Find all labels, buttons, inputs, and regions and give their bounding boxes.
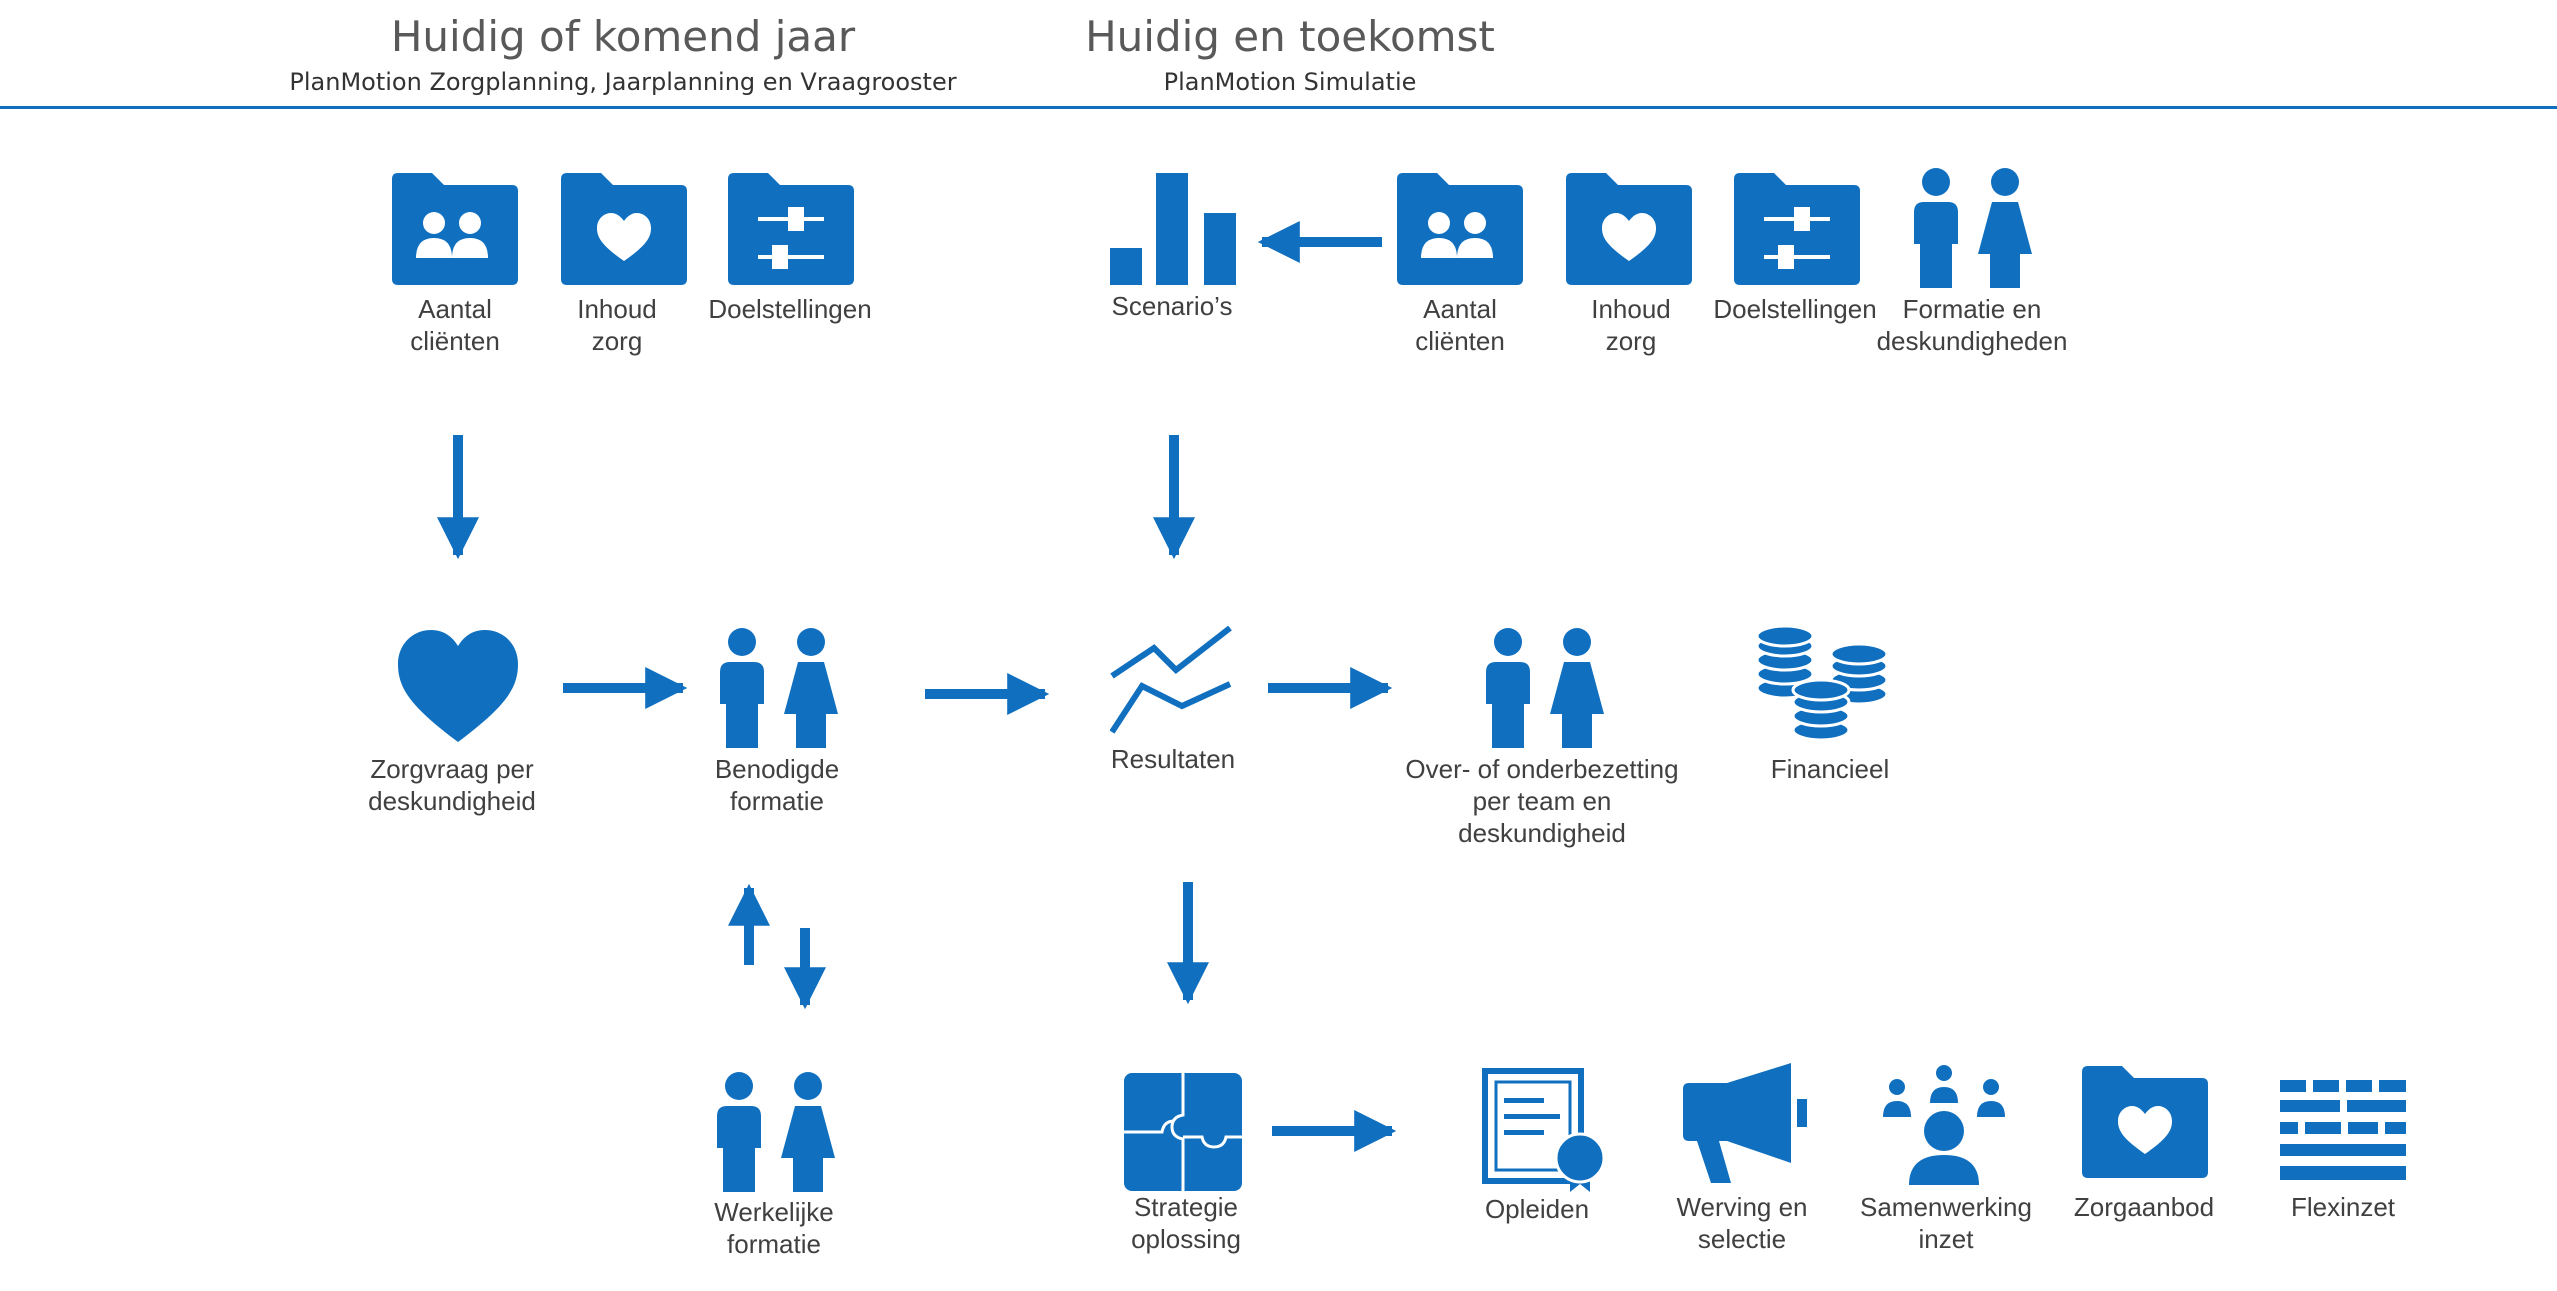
users-folder-icon xyxy=(1397,173,1523,285)
people-icon xyxy=(1486,628,1604,748)
heart-icon xyxy=(398,630,518,742)
label-scenarios: Scenario’s xyxy=(1111,291,1233,321)
people-icon xyxy=(720,628,838,748)
label-aantal-clienten-left: Aantal cliënten xyxy=(410,294,500,356)
right-column-subtitle: PlanMotion Simulatie xyxy=(1163,68,1417,96)
label-benodigde-formatie: Benodigde formatie xyxy=(714,754,840,816)
megaphone-icon xyxy=(1683,1063,1807,1183)
puzzle-icon xyxy=(1124,1073,1242,1191)
left-column-subtitle: PlanMotion Zorgplanning, Jaarplanning en… xyxy=(289,68,957,96)
label-inhoud-zorg-left: Inhoud zorg xyxy=(577,294,657,356)
bar-chart-icon xyxy=(1110,173,1236,285)
certificate-icon xyxy=(1482,1068,1606,1192)
heart-folder-icon xyxy=(2082,1066,2208,1178)
heart-folder-icon xyxy=(1566,173,1692,285)
people-icon xyxy=(717,1072,835,1192)
label-zorgvraag: Zorgvraag per deskundigheid xyxy=(368,754,536,816)
users-folder-icon xyxy=(392,173,518,285)
label-doelstellingen-right: Doelstellingen xyxy=(1713,294,1877,324)
label-doelstellingen-left: Doelstellingen xyxy=(708,294,872,324)
sliders-folder-icon xyxy=(1734,173,1860,285)
label-over-onderbezetting: Over- of onderbezetting per team en desk… xyxy=(1405,754,1679,848)
label-zorgaanbod: Zorgaanbod xyxy=(2073,1192,2215,1222)
label-strategie-oplossing: Strategie oplossing xyxy=(1131,1192,1241,1254)
calendar-grid-icon xyxy=(2280,1080,2406,1180)
label-financieel: Financieel xyxy=(1770,754,1890,784)
label-inhoud-zorg-right: Inhoud zorg xyxy=(1591,294,1671,356)
label-aantal-clienten-right: Aantal cliënten xyxy=(1415,294,1505,356)
label-opleiden: Opleiden xyxy=(1484,1194,1590,1224)
right-column-title: Huidig en toekomst xyxy=(1085,12,1495,61)
label-samenwerking-inzet: Samenwerking inzet xyxy=(1860,1192,2032,1254)
sliders-folder-icon xyxy=(728,173,854,285)
header-divider xyxy=(0,106,2557,109)
label-werving-selectie: Werving en selectie xyxy=(1676,1192,1808,1254)
coins-icon xyxy=(1755,626,1889,742)
heart-folder-icon xyxy=(561,173,687,285)
left-column-title: Huidig of komend jaar xyxy=(390,12,856,61)
label-resultaten: Resultaten xyxy=(1110,744,1236,774)
team-icon xyxy=(1883,1065,2005,1185)
line-chart-icon xyxy=(1110,626,1232,734)
label-werkelijke-formatie: Werkelijke formatie xyxy=(714,1197,834,1259)
people-icon xyxy=(1914,168,2032,288)
label-formatie-deskundigheden: Formatie en deskundigheden xyxy=(1876,294,2068,356)
label-flexinzet: Flexinzet xyxy=(2290,1192,2396,1222)
